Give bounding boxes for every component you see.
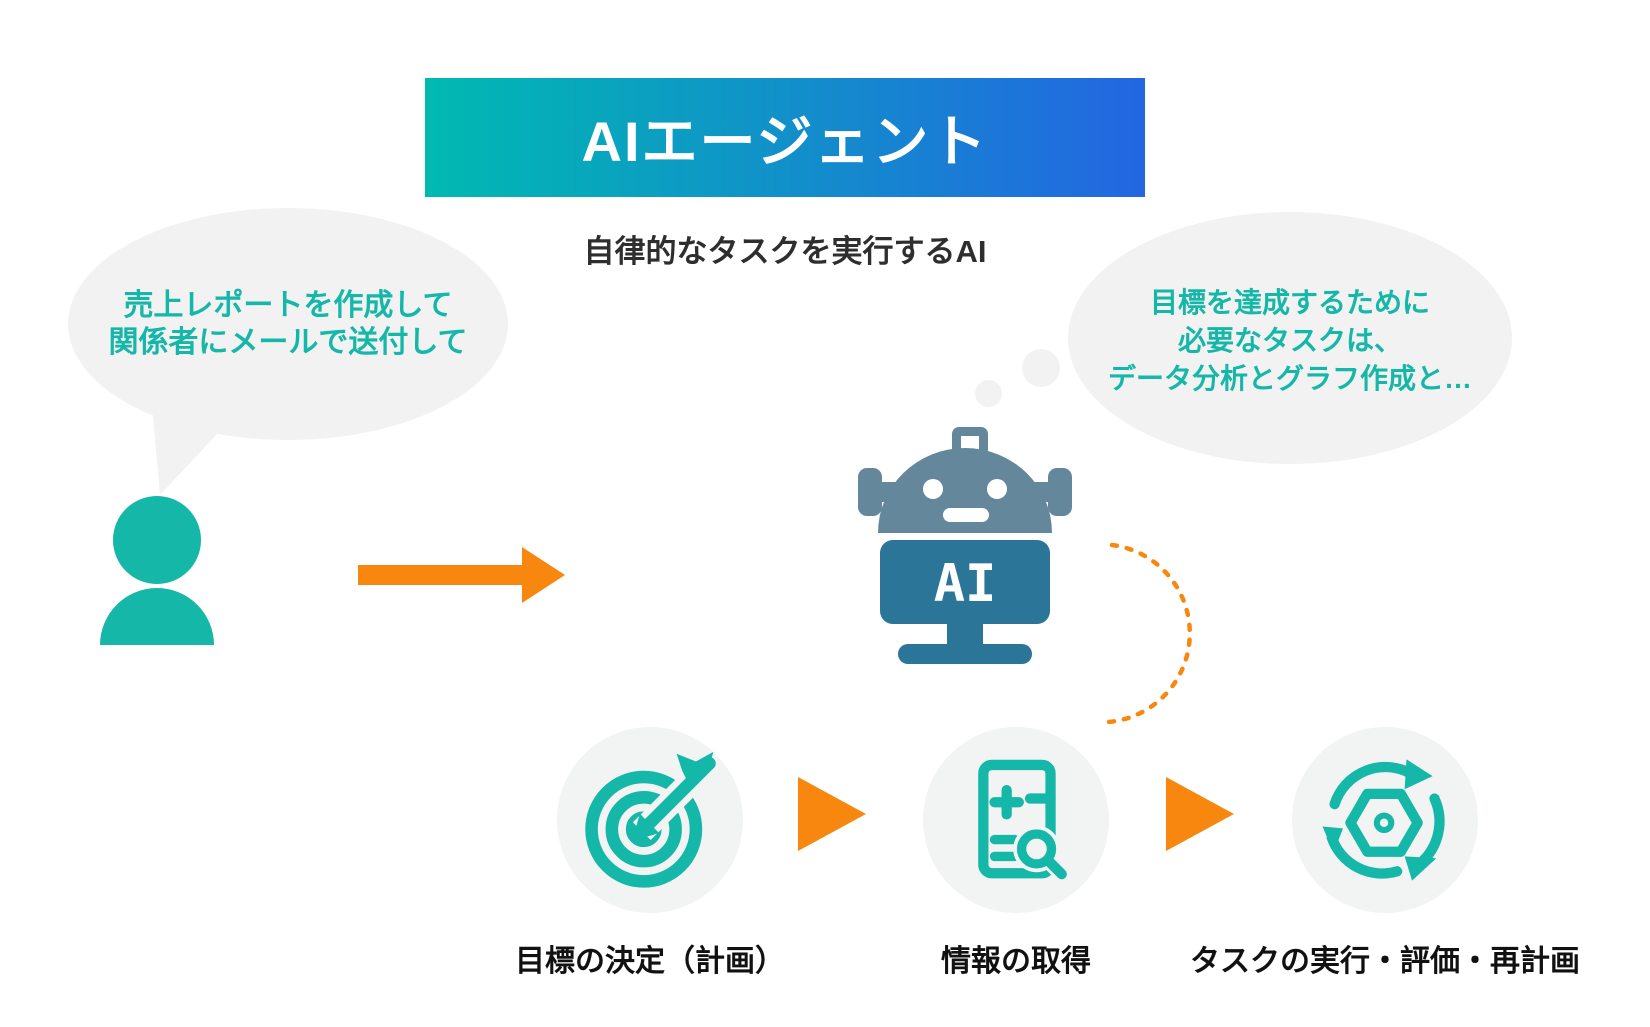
step-label-goal: 目標の決定（計画）: [515, 945, 785, 978]
arrow-step1-step2-icon: [798, 777, 866, 851]
target-icon: [584, 750, 722, 888]
diagram-subtitle: 自律的なタスクを実行するAI: [583, 234, 987, 269]
step-circle-goal: [557, 727, 743, 913]
arrow-user-to-agent-icon: [358, 547, 565, 603]
user-icon: [100, 496, 214, 645]
agent-thought-line-3: データ分析とグラフ作成と…: [1107, 363, 1472, 394]
user-speech-line-1: 売上レポートを作成して: [123, 289, 453, 322]
step-label-info: 情報の取得: [941, 945, 1091, 978]
title-banner: AIエージェント: [425, 78, 1145, 197]
robot-screen-label: AI: [934, 554, 997, 614]
diagram-title: AIエージェント: [581, 110, 989, 173]
thought-dot-large: [1022, 349, 1060, 387]
step-circle-info: [923, 727, 1109, 913]
ai-robot-icon: AI: [858, 427, 1072, 664]
speech-bubble-tail: [152, 405, 220, 495]
user-speech-line-2: 関係者にメールで送付して: [108, 326, 468, 359]
agent-thought-line-2: 必要なタスクは、: [1177, 325, 1402, 356]
step-label-replan: タスクの実行・評価・再計画: [1190, 945, 1580, 978]
loop-arc-icon: [1105, 542, 1193, 725]
user-speech-bubble: 売上レポートを作成して 関係者にメールで送付して: [68, 208, 508, 440]
agent-thought-line-1: 目標を達成するために: [1149, 287, 1430, 318]
arrow-step2-step3-icon: [1166, 777, 1234, 851]
agent-thought-bubble: 目標を達成するために 必要なタスクは、 データ分析とグラフ作成と…: [1068, 212, 1512, 464]
step-circle-replan: [1292, 727, 1478, 913]
document-search-icon: [978, 759, 1070, 882]
cycle-gear-icon: [1322, 759, 1445, 881]
thought-dot-small: [975, 380, 1002, 407]
